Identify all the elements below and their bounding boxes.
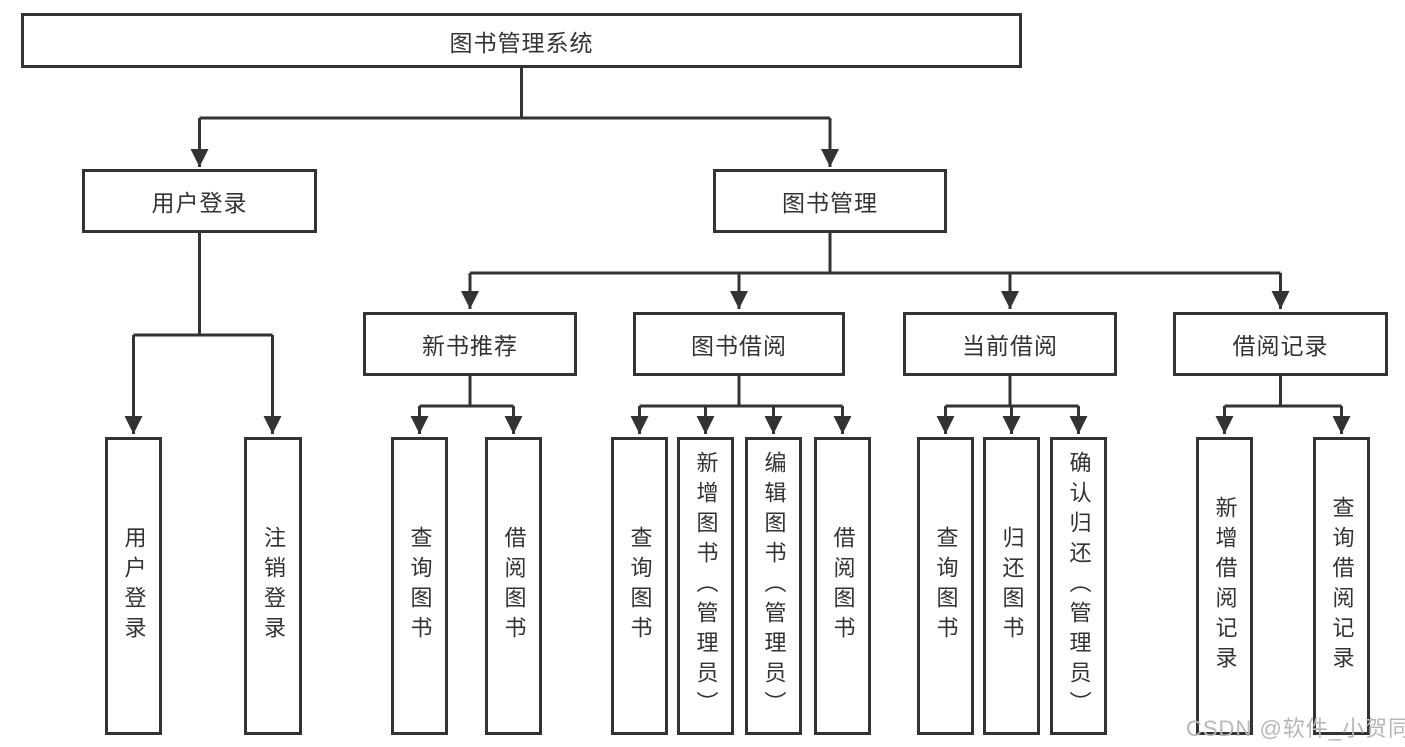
node-library-management-system: 图书管理系统: [21, 13, 1022, 68]
leaf-logout: 注销登录: [244, 437, 302, 735]
leaf-current-query-books: 查询图书: [917, 437, 974, 735]
leaf-recommend-borrow-books: 借阅图书: [485, 437, 542, 735]
connector-paths: [124, 68, 1351, 434]
node-borrowing-records: 借阅记录: [1173, 312, 1388, 376]
node-book-borrowing: 图书借阅: [633, 312, 845, 376]
leaf-borrowing-add-books-admin: 新增图书（管理员）: [677, 437, 734, 735]
leaf-records-add-borrow-record: 新增借阅记录: [1196, 437, 1253, 735]
node-new-book-recommend: 新书推荐: [363, 312, 577, 376]
leaf-user-login: 用户登录: [105, 437, 162, 735]
leaf-current-return-books: 归还图书: [983, 437, 1040, 735]
node-current-borrowing: 当前借阅: [903, 312, 1117, 376]
leaf-borrowing-borrow-books: 借阅图书: [814, 437, 871, 735]
leaf-current-confirm-return-admin: 确认归还（管理员）: [1050, 437, 1107, 735]
node-book-management: 图书管理: [713, 169, 947, 233]
csdn-watermark: CSDN @软件_小贺同学: [1186, 716, 1405, 741]
leaf-records-query-borrow-record: 查询借阅记录: [1313, 437, 1370, 735]
leaf-borrowing-edit-books-admin: 编辑图书（管理员）: [745, 437, 802, 735]
leaf-borrowing-query-books: 查询图书: [611, 437, 668, 735]
node-user-login: 用户登录: [82, 169, 317, 233]
leaf-recommend-query-books: 查询图书: [391, 437, 448, 735]
